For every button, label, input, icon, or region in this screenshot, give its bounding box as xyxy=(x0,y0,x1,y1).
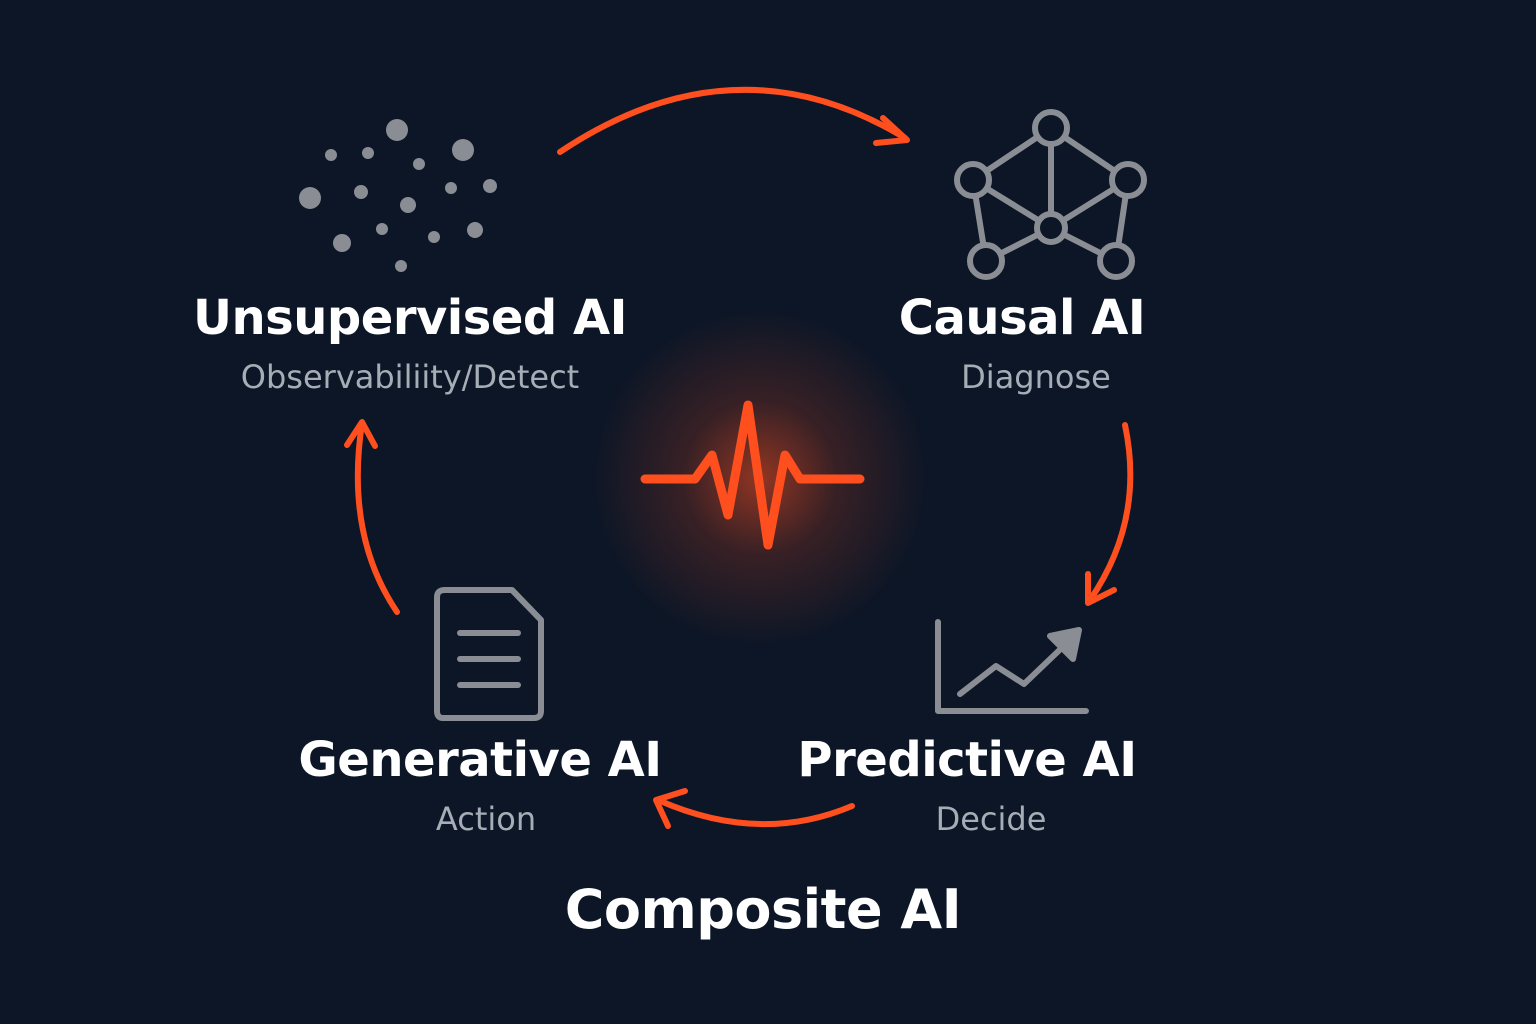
network-graph-icon xyxy=(954,109,1147,280)
footer-title: Composite AI xyxy=(564,878,962,941)
document-icon xyxy=(434,587,544,721)
node-causal: Causal AI Diagnose xyxy=(822,290,1222,396)
arrow-unsupervised-to-causal xyxy=(557,86,910,155)
node-subtitle: Observabiliity/Detect xyxy=(240,358,580,396)
arrow-predictive-to-generative xyxy=(653,788,855,829)
trend-chart-icon xyxy=(935,619,1089,714)
arrow-causal-to-predictive xyxy=(1085,422,1134,606)
node-title: Generative AI xyxy=(298,732,662,788)
node-title: Predictive AI xyxy=(797,732,1137,788)
node-subtitle: Action xyxy=(435,800,537,838)
node-subtitle: Diagnose xyxy=(961,358,1111,396)
node-title: Causal AI xyxy=(898,290,1146,346)
node-generative: Generative AI Action xyxy=(280,732,680,838)
node-subtitle: Decide xyxy=(935,800,1047,838)
arrow-generative-to-unsupervised xyxy=(344,419,400,615)
node-unsupervised: Unsupervised AI Observabiliity/Detect xyxy=(160,290,660,396)
node-predictive: Predictive AI Decide xyxy=(767,732,1167,838)
node-title: Unsupervised AI xyxy=(193,290,627,346)
heartbeat-pulse-icon xyxy=(640,400,865,550)
scatter-dots-icon xyxy=(299,119,497,272)
